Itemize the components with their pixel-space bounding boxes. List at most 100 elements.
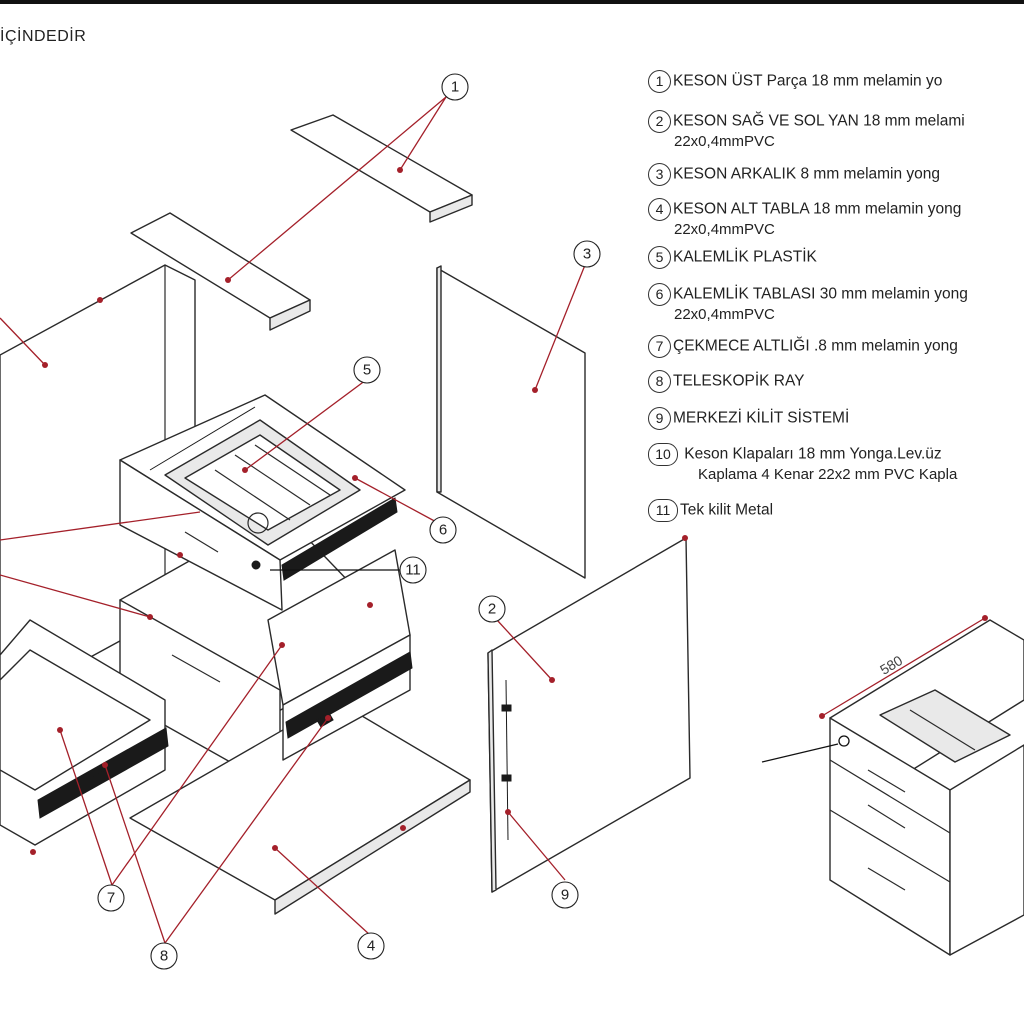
- dot: [42, 362, 48, 368]
- legend-number: 5: [648, 246, 671, 269]
- dimension-tick-2: [982, 615, 988, 621]
- top-strip-back-edge: [429, 194, 473, 223]
- leader-5: [244, 379, 367, 471]
- legend-text: KALEMLİK PLASTİK: [673, 248, 817, 266]
- legend-subtext: 22x0,4mmPVC: [674, 221, 775, 238]
- leader-9: [507, 811, 566, 881]
- legend-text: Keson Klapaları 18 mm Yonga.Lev.üz: [680, 445, 942, 463]
- dot: [505, 809, 511, 815]
- dot: [177, 552, 183, 558]
- assembled-tray: [879, 689, 1011, 763]
- carcass-handle: [171, 654, 221, 683]
- dot: [147, 614, 153, 620]
- legend-number: 4: [648, 198, 671, 221]
- assembled-handle-3: [867, 867, 906, 891]
- legend-text: KESON ALT TABLA 18 mm melamin yong: [673, 200, 962, 218]
- callout-number: 8: [160, 948, 168, 965]
- leader-4: [274, 847, 371, 936]
- assembled-handle-2: [867, 804, 906, 829]
- legend-number: 1: [648, 70, 671, 93]
- callout-number: 2: [488, 601, 496, 618]
- callout-4: 4: [357, 932, 385, 960]
- legend-text: Tek kilit Metal: [680, 501, 774, 519]
- legend-text: TELESKOPİK RAY: [673, 372, 805, 390]
- legend-number: 10: [648, 443, 678, 466]
- back-panel: [436, 267, 586, 579]
- top-border: [0, 0, 1024, 4]
- callout-3: 3: [573, 240, 601, 268]
- legend-number: 9: [648, 407, 671, 430]
- assembled-tray-divider: [909, 709, 976, 751]
- assembled-lock-leader: [761, 743, 839, 763]
- callout-number: 5: [363, 362, 371, 379]
- callout-number: 4: [367, 938, 375, 955]
- legend-subtext: 22x0,4mmPVC: [674, 306, 775, 323]
- dimension-line: [821, 617, 986, 717]
- left-drawer-inner: [0, 649, 151, 791]
- callout-11: 11: [399, 556, 427, 584]
- leader-7b: [111, 644, 283, 886]
- dot: [272, 845, 278, 851]
- leader-8b: [164, 717, 329, 944]
- pen-tray-inner: [184, 434, 341, 531]
- side-panel-right-edge: [487, 649, 497, 893]
- callout-7: 7: [97, 884, 125, 912]
- leader-left-3: [0, 317, 46, 366]
- leader-6: [354, 477, 441, 525]
- legend-number: 6: [648, 283, 671, 306]
- dot: [102, 762, 108, 768]
- callout-number: 9: [561, 887, 569, 904]
- callout-number: 3: [583, 246, 591, 263]
- callout-9: 9: [551, 881, 579, 909]
- legend-number: 8: [648, 370, 671, 393]
- lock-rod-clip-2: [501, 774, 512, 782]
- upper-drawer-rail-top: [149, 406, 256, 471]
- callout-6: 6: [429, 516, 457, 544]
- dot: [242, 467, 248, 473]
- side-panel-right: [487, 537, 691, 893]
- lock-cylinder: [251, 560, 261, 570]
- pen-tray-divider-1: [214, 469, 291, 521]
- leader-lines: [0, 96, 586, 944]
- callout-number: 7: [107, 890, 115, 907]
- back-panel-edge: [436, 265, 442, 493]
- legend-text: MERKEZİ KİLİT SİSTEMİ: [673, 409, 850, 427]
- tray-cup: [247, 512, 269, 534]
- upper-drawer-runner: [281, 497, 398, 581]
- top-strip-front-edge: [269, 299, 311, 331]
- dot: [682, 535, 688, 541]
- callout-5: 5: [353, 356, 381, 384]
- leader-left-2: [0, 574, 151, 618]
- callout-number: 11: [405, 562, 421, 579]
- dot: [225, 277, 231, 283]
- dot: [352, 475, 358, 481]
- dimension-tick-1: [819, 713, 825, 719]
- leader-2: [496, 619, 553, 681]
- legend-text: KESON ARKALIK 8 mm melamin yong: [673, 165, 941, 183]
- leader-dots: [30, 167, 688, 855]
- callout-number: 6: [439, 522, 447, 539]
- dot: [97, 297, 103, 303]
- header-note: İÇİNDEDİR: [0, 28, 87, 45]
- top-strip-back: [290, 114, 473, 213]
- leader-3: [534, 264, 586, 391]
- dot: [279, 642, 285, 648]
- dot: [57, 727, 63, 733]
- dot: [400, 825, 406, 831]
- callout-2: 2: [478, 595, 506, 623]
- dot: [325, 715, 331, 721]
- legend-subtext: Kaplama 4 Kenar 22x2 mm PVC Kapla: [698, 466, 958, 483]
- leader-8a: [104, 764, 166, 944]
- leader-7a: [59, 729, 113, 886]
- dot: [367, 602, 373, 608]
- dot: [30, 849, 36, 855]
